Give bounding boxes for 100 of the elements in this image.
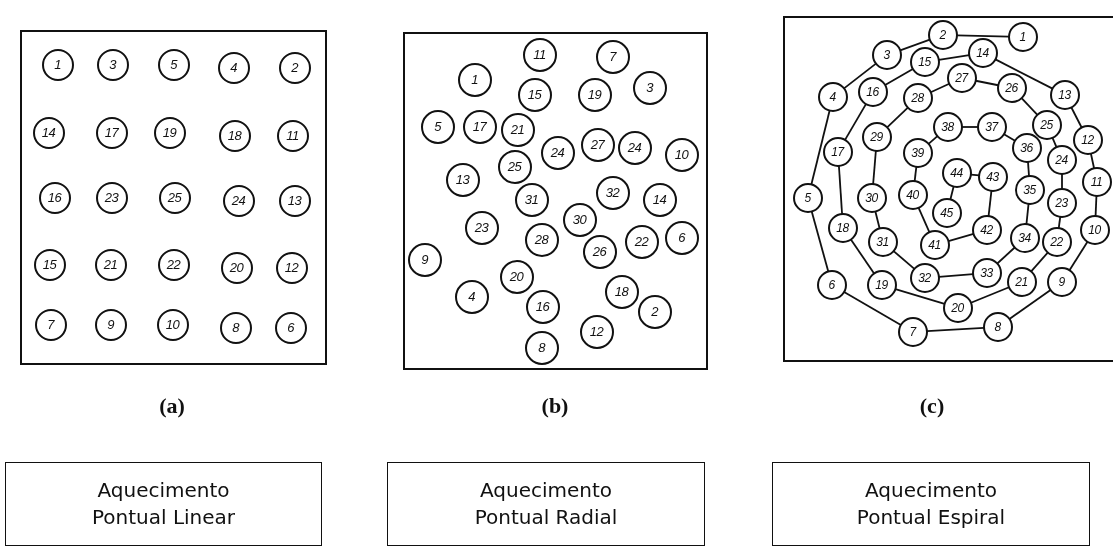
numbered-point: 34 <box>1009 222 1040 253</box>
label-box <box>772 462 1090 546</box>
numbered-point: 31 <box>867 226 898 257</box>
numbered-point: 28 <box>902 82 933 113</box>
numbered-point: 11 <box>1081 166 1112 197</box>
numbered-point: 33 <box>971 257 1002 288</box>
numbered-point: 7 <box>595 39 630 74</box>
connector-line <box>810 210 830 273</box>
connector-line <box>1030 251 1049 273</box>
numbered-point: 24 <box>617 130 652 165</box>
numbered-point: 42 <box>971 214 1002 245</box>
numbered-point: 8 <box>982 311 1013 342</box>
connector-line <box>987 190 993 217</box>
numbered-point: 25 <box>158 181 191 214</box>
numbered-point: 22 <box>1041 226 1072 257</box>
connector-line <box>843 291 902 326</box>
numbered-point: 18 <box>218 119 251 152</box>
numbered-point: 26 <box>996 72 1027 103</box>
numbered-point: 10 <box>664 137 699 172</box>
numbered-point: 24 <box>222 184 255 217</box>
numbered-point: 20 <box>220 251 253 284</box>
numbered-point: 15 <box>517 77 552 112</box>
connector-line <box>970 286 1010 304</box>
numbered-point: 5 <box>792 182 823 213</box>
numbered-point: 4 <box>217 51 250 84</box>
method-label: Aquecimento Pontual Espiral <box>855 477 1007 531</box>
numbered-point: 2 <box>278 51 311 84</box>
connector-line <box>1061 173 1063 190</box>
numbered-point: 30 <box>856 182 887 213</box>
numbered-point: 27 <box>580 127 615 162</box>
panel-frame <box>783 16 1113 362</box>
numbered-point: 16 <box>857 76 888 107</box>
connector-line <box>1068 240 1089 272</box>
numbered-point: 25 <box>497 149 532 184</box>
numbered-point: 1 <box>41 48 74 81</box>
numbered-point: 27 <box>946 62 977 93</box>
numbered-point: 10 <box>1079 214 1110 245</box>
connector-line <box>1025 203 1030 225</box>
numbered-point: 14 <box>32 116 65 149</box>
connector-line <box>1094 195 1098 217</box>
connector-line <box>996 246 1016 265</box>
numbered-point: 35 <box>1014 174 1045 205</box>
numbered-point: 44 <box>941 157 972 188</box>
numbered-point: 22 <box>624 224 659 259</box>
numbered-point: 8 <box>524 330 559 365</box>
numbered-point: 14 <box>642 182 677 217</box>
numbered-point: 17 <box>462 109 497 144</box>
connector-line <box>810 109 831 186</box>
numbered-point: 21 <box>94 248 127 281</box>
numbered-point: 16 <box>525 289 560 324</box>
numbered-point: 13 <box>445 162 480 197</box>
numbered-point: 10 <box>156 308 189 341</box>
connector-line <box>892 250 916 270</box>
numbered-point: 39 <box>902 137 933 168</box>
numbered-point: 30 <box>562 202 597 237</box>
numbered-point: 23 <box>1046 187 1077 218</box>
label-box <box>5 462 322 546</box>
numbered-point: 13 <box>1049 79 1080 110</box>
numbered-point: 12 <box>579 314 614 349</box>
numbered-point: 38 <box>932 111 963 142</box>
numbered-point: 3 <box>871 39 902 70</box>
connector-line <box>994 58 1054 90</box>
numbered-point: 45 <box>931 197 962 228</box>
numbered-point: 15 <box>909 46 940 77</box>
numbered-point: 6 <box>664 220 699 255</box>
numbered-point: 2 <box>637 294 672 329</box>
numbered-point: 19 <box>866 269 897 300</box>
numbered-point: 20 <box>499 259 534 294</box>
method-label: Aquecimento Pontual Radial <box>473 477 619 531</box>
connector-line <box>844 103 867 141</box>
numbered-point: 11 <box>522 37 557 72</box>
numbered-point: 36 <box>1011 132 1042 163</box>
numbered-point: 14 <box>967 37 998 68</box>
numbered-point: 12 <box>1072 124 1103 155</box>
numbered-point: 9 <box>94 308 127 341</box>
connector-line <box>1020 97 1039 116</box>
connector-line <box>886 106 909 129</box>
panel-caption: (b) <box>541 393 569 419</box>
numbered-point: 31 <box>514 182 549 217</box>
connector-line <box>850 238 875 275</box>
connector-line <box>929 82 951 94</box>
numbered-point: 25 <box>1031 109 1062 140</box>
panel-caption: (c) <box>919 393 945 419</box>
numbered-point: 7 <box>34 308 67 341</box>
numbered-point: 23 <box>95 181 128 214</box>
numbered-point: 17 <box>95 116 128 149</box>
numbered-point: 4 <box>454 279 489 314</box>
numbered-point: 2 <box>927 19 958 50</box>
numbered-point: 21 <box>1006 266 1037 297</box>
numbered-point: 29 <box>861 121 892 152</box>
numbered-point: 43 <box>977 161 1008 192</box>
numbered-point: 28 <box>524 222 559 257</box>
numbered-point: 9 <box>1046 266 1077 297</box>
numbered-point: 16 <box>38 181 71 214</box>
numbered-point: 32 <box>909 262 940 293</box>
numbered-point: 6 <box>274 311 307 344</box>
numbered-point: 40 <box>897 179 928 210</box>
numbered-point: 13 <box>278 184 311 217</box>
numbered-point: 5 <box>420 109 455 144</box>
numbered-point: 41 <box>919 229 950 260</box>
